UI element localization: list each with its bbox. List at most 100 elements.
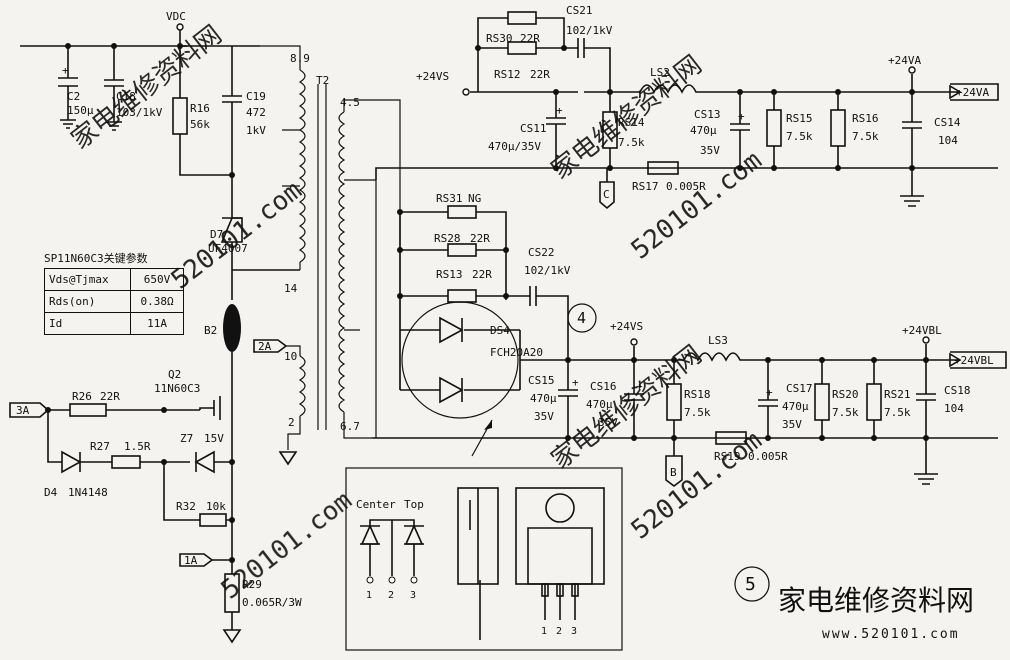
rs15-value: 7.5k [786, 130, 813, 143]
watermark-text: 520101.com [166, 175, 308, 295]
rs14-value: 7.5k [618, 136, 645, 149]
rectifier-ds4: DS4 FCH20A20 RS31 NG RS28 22R RS13 22R C… [397, 192, 597, 457]
pin-2-label: 2 [556, 626, 562, 637]
tag-1a: 1A [184, 554, 198, 567]
cs17-label: CS17 [786, 382, 813, 395]
c19-voltage: 1kV [246, 124, 266, 137]
rs30-value: 22R [520, 32, 540, 45]
rs14-label: RS14 [618, 116, 645, 129]
z7-value: 15V [204, 432, 224, 445]
vdc-label: VDC [166, 10, 186, 23]
r26-label: R26 [72, 390, 92, 403]
pin-1-label: 1 [541, 626, 547, 637]
ds4-label: DS4 [490, 324, 510, 337]
svg-text:+: + [62, 64, 69, 77]
pin-14: 14 [284, 282, 298, 295]
cs22-value: 102/1kV [524, 264, 571, 277]
z7-label: Z7 [180, 432, 193, 445]
v24vs2-label: +24VS [610, 320, 643, 333]
cs22-label: CS22 [528, 246, 555, 259]
cs11-label: CS11 [520, 122, 547, 135]
watermark-text: 520101.com [626, 145, 768, 265]
d7-label: D7 [210, 228, 223, 241]
cs14-value: 104 [938, 134, 958, 147]
ls2-label: LS2 [650, 66, 670, 79]
tag-2a: 2A [258, 340, 272, 353]
key-params-box: SP11N60C3关键参数 Vds@Tjmax 650V Rds(on) 0.3… [43, 250, 184, 335]
table-row: Rds(on) 0.38Ω [43, 290, 184, 313]
rs18-label: RS18 [684, 388, 711, 401]
table-row: Vds@Tjmax 650V [43, 268, 184, 291]
pin-1-label: 1 [366, 590, 372, 601]
rs12-value: 22R [530, 68, 550, 81]
t2-label: T2 [316, 74, 329, 87]
q2-value: 11N60C3 [154, 382, 200, 395]
cs18-value: 104 [944, 402, 964, 415]
footer-site-url: www.520101.com [822, 627, 960, 642]
cs13-voltage: 35V [700, 144, 720, 157]
v24va-tag: +24VA [956, 86, 989, 99]
svg-text:+: + [766, 386, 773, 399]
rs21-label: RS21 [884, 388, 911, 401]
cs18-label: CS18 [944, 384, 971, 397]
cs16-voltage: 35V [598, 416, 618, 429]
param-value: 0.38Ω [130, 290, 184, 313]
cs21-label: CS21 [566, 4, 593, 17]
c19-label: C19 [246, 90, 266, 103]
cs15-voltage: 35V [534, 410, 554, 423]
rs31-value: NG [468, 192, 481, 205]
r26-value: 22R [100, 390, 120, 403]
cs17-value: 470μ [782, 400, 809, 413]
output-24vbl: +24VS LS3 + CS15 470μ 35V + CS16 470μ 35… [372, 320, 1007, 487]
c18-label: C18 [116, 90, 136, 103]
rs15-label: RS15 [786, 112, 813, 125]
cs13-value: 470μ [690, 124, 717, 137]
rs16-value: 7.5k [852, 130, 879, 143]
v24va-label: +24VA [888, 54, 921, 67]
primary-circuit: VDC + C2 150μ C18 103/1kV R16 56k C19 47… [9, 10, 302, 644]
marker-5: 5 [745, 574, 756, 595]
rs28-label: RS28 [434, 232, 461, 245]
svg-text:+: + [572, 376, 579, 389]
cs21-value: 102/1kV [566, 24, 613, 37]
pin-2-label: 2 [388, 590, 394, 601]
footer-site-cn: 家电维修资料网 [778, 584, 974, 617]
pin-10: 10 [284, 350, 297, 363]
param-value: 11A [130, 312, 184, 335]
rs20-value: 7.5k [832, 406, 859, 419]
rs13-value: 22R [472, 268, 492, 281]
rs28-value: 22R [470, 232, 490, 245]
package-inset: Center Top 1 2 3 1 2 3 [345, 467, 623, 651]
watermark-text: 520101.com [216, 485, 358, 605]
cs16-value: 470μ [586, 398, 613, 411]
cs15-label: CS15 [528, 374, 555, 387]
r29-value: 0.065R/3W [242, 596, 302, 609]
cs15-value: 470μ [530, 392, 557, 405]
d4-value: 1N4148 [68, 486, 108, 499]
cs11-value: 470μ/35V [488, 140, 541, 153]
d7-value: UF4007 [208, 242, 248, 255]
c2-label: C2 [67, 90, 80, 103]
q2-label: Q2 [168, 368, 181, 381]
rs19-value: 0.005R [748, 450, 788, 463]
r29-label: R29 [242, 578, 262, 591]
table-row: Id 11A [43, 312, 184, 335]
param-name: Id [43, 312, 132, 335]
param-name: Rds(on) [43, 290, 132, 313]
ls3-label: LS3 [708, 334, 728, 347]
rs13-label: RS13 [436, 268, 463, 281]
marker-4: 4 [577, 309, 586, 327]
pin-2: 2 [288, 416, 295, 429]
cs14-label: CS14 [934, 116, 961, 129]
rs12-label: RS12 [494, 68, 521, 81]
key-params-title: SP11N60C3关键参数 [44, 252, 148, 265]
output-24va: +24VS RS30 22R CS21 102/1kV RS12 22R LS2… [375, 4, 999, 210]
svg-text:+: + [556, 104, 563, 117]
rs21-value: 7.5k [884, 406, 911, 419]
rs20-label: RS20 [832, 388, 859, 401]
v24vbl-tag: +24VBL [954, 354, 994, 367]
d4-label: D4 [44, 486, 58, 499]
c19-value: 472 [246, 106, 266, 119]
v24vbl-label: +24VBL [902, 324, 942, 337]
